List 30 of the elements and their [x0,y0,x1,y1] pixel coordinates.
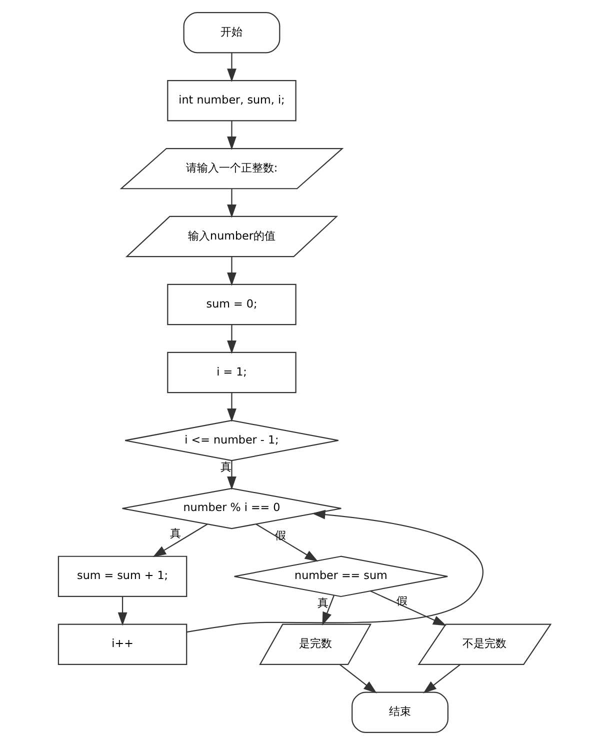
arrow [227,256,236,286]
edge-label: 真 [220,460,232,474]
arrow [227,392,236,422]
node-diamond: i <= number - 1; [124,420,339,462]
arrow [186,510,484,633]
arrow [118,596,128,626]
arrow [227,460,236,490]
node-box: sum = 0; [167,284,296,326]
node-box: 开始 [183,12,280,54]
node-box: int number, sum, i; [167,80,296,122]
arrow [152,524,208,558]
arrow [423,664,461,694]
edge-label: 真 [170,526,181,540]
edge-label: 真 [317,596,328,610]
arrow [227,52,236,82]
node-diamond: number % i == 0 [122,488,342,530]
node-diamond: number == sum [234,556,448,598]
node-box: sum = sum + 1; [58,556,188,598]
edge-label: 假 [275,529,286,542]
arrow [227,324,236,354]
arrow [227,120,236,150]
arrow [339,664,377,694]
arrow [256,524,318,562]
node-box: i = 1; [167,352,296,394]
arrow [227,188,236,218]
node-box: i++ [58,624,188,666]
node-box: 结束 [352,692,448,733]
edge-label: 假 [396,594,408,608]
arrow [370,590,446,626]
arrow [322,595,334,626]
